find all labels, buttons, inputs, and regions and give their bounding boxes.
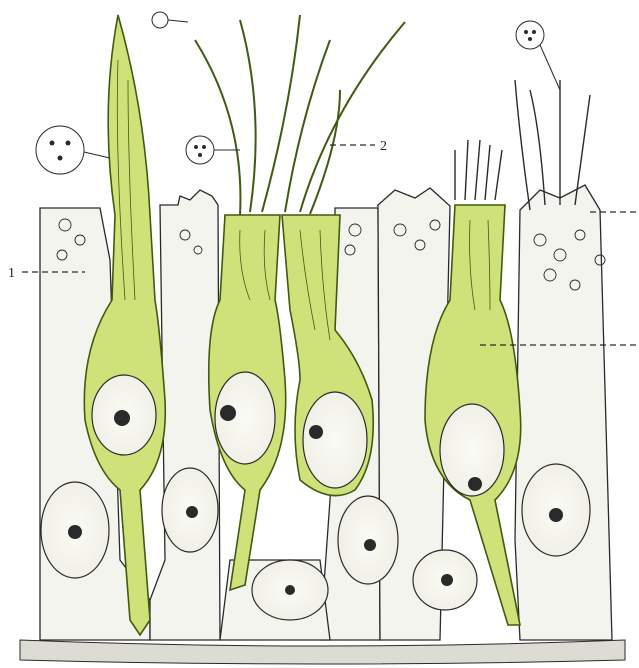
label-1: 1 [8, 266, 15, 281]
inset-leader-lines [84, 20, 560, 158]
olfactory-receptor-cells [84, 15, 520, 635]
olfactory-cilia [195, 15, 405, 215]
basal-lamina [20, 640, 625, 664]
label-2: 2 [380, 139, 387, 154]
microvilli [455, 80, 590, 210]
